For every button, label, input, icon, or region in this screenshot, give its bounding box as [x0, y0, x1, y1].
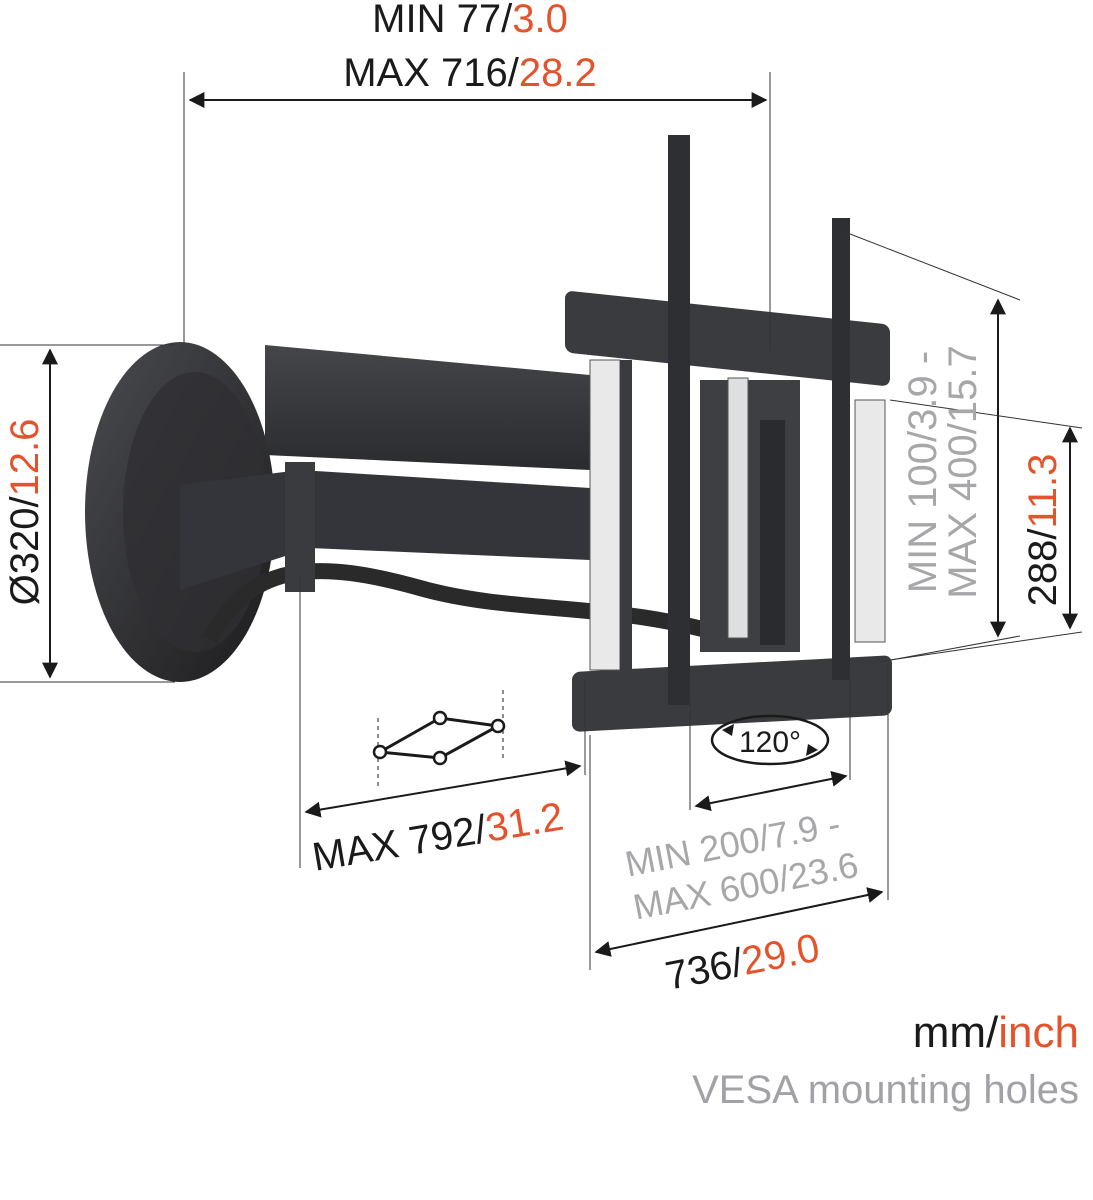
width-label: 736/29.0	[662, 926, 823, 999]
vesa-strip-right	[832, 218, 850, 680]
height-label: 288/11.3	[1021, 454, 1065, 607]
plate-diameter-label: Ø320/12.6	[3, 419, 47, 606]
bottom-rail	[572, 655, 892, 732]
top-rail	[565, 291, 890, 386]
extension-dimension-line	[304, 760, 582, 818]
lower-arm	[180, 470, 590, 590]
tv-mount-illustration	[85, 135, 892, 732]
vesa-vertical-min-label: MIN 100/3.9 -	[901, 351, 945, 593]
upper-arm	[265, 345, 590, 470]
extension-label: MAX 792/31.2	[309, 795, 566, 880]
unit-legend: mm/inch	[913, 1008, 1079, 1058]
vesa-strip-left	[668, 135, 690, 705]
vesa-vertical-max-label: MAX 400/15.7	[941, 345, 985, 599]
vesa-note: VESA mounting holes	[692, 1068, 1079, 1112]
width-dimension-line	[594, 887, 884, 957]
unit-mm: mm/	[912, 1008, 999, 1057]
arm-reach-min-label: MIN 77/3.0	[372, 0, 568, 41]
unit-inch: inch	[998, 1008, 1079, 1057]
arm-reach-max-label: MAX 716/28.2	[343, 51, 597, 95]
swivel-icon	[372, 690, 506, 790]
vesa-horizontal-dimension-line	[694, 770, 848, 812]
cable	[202, 563, 743, 648]
rotation-label: 120°	[739, 726, 801, 759]
rotation-icon: 120°	[710, 714, 830, 766]
